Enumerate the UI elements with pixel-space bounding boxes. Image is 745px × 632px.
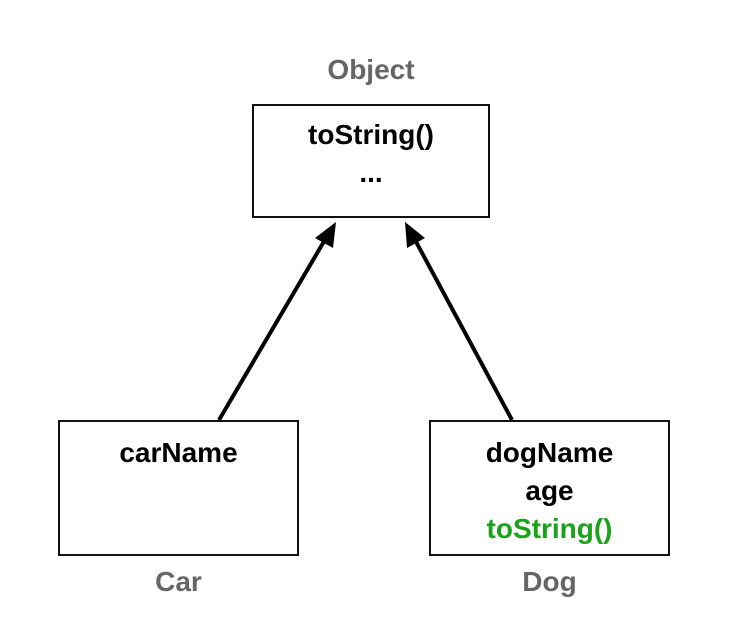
dog-class-box: dogName age toString() bbox=[429, 420, 670, 556]
dog-member-tostring-override: toString() bbox=[486, 513, 613, 544]
car-to-object-arrow bbox=[217, 222, 336, 422]
dog-member-age: age bbox=[525, 475, 574, 506]
car-class-box: carName bbox=[58, 420, 299, 556]
dog-class-title: Dog bbox=[522, 566, 577, 597]
dog-member-dogname: dogName bbox=[485, 437, 614, 468]
object-class-box: toString() ... bbox=[252, 104, 490, 218]
car-class-title: Car bbox=[155, 566, 202, 597]
dog-arrowhead bbox=[405, 222, 425, 248]
object-member-ellipsis: ... bbox=[359, 157, 383, 188]
object-class-title: Object bbox=[327, 54, 415, 85]
dog-to-object-arrow bbox=[405, 222, 514, 421]
object-member-tostring: toString() bbox=[308, 119, 434, 150]
car-member-carname: carName bbox=[119, 437, 238, 468]
car-arrowhead bbox=[315, 222, 336, 248]
